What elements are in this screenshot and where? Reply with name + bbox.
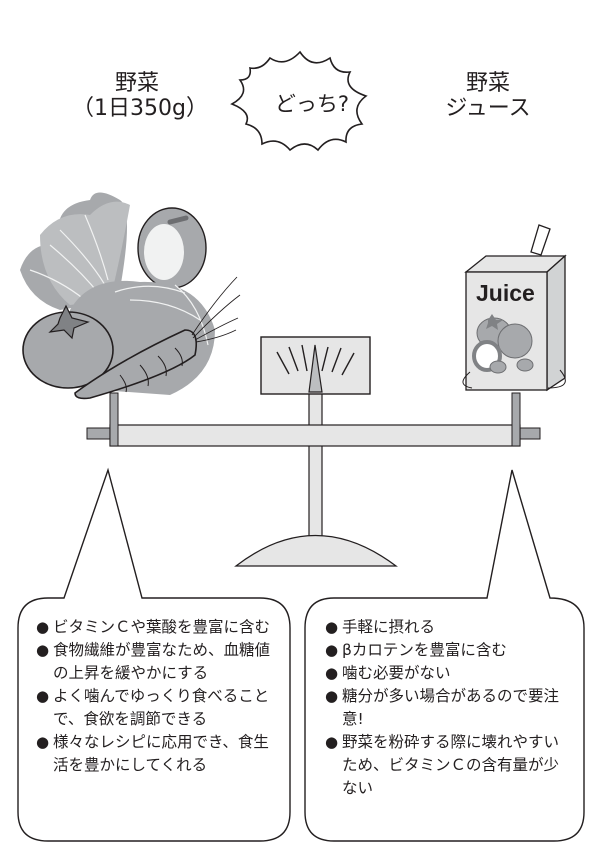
juice-box-illustration (462, 224, 567, 392)
which-question: どっち? (274, 92, 350, 116)
vegetable-label-amount: （1日350g） (72, 96, 208, 121)
bullet-icon: ● (325, 641, 339, 659)
vegetable-label: 野菜 （1日350g） (72, 71, 208, 121)
bullet-icon: ● (36, 687, 50, 705)
scale-base (234, 534, 398, 567)
bullet-icon: ● (325, 733, 339, 751)
beam-end-left (86, 427, 113, 440)
list-item: ●様々なレシピに応用でき、食生活を豊かにしてくれる (36, 733, 269, 774)
vegetable-label-title: 野菜 (114, 71, 159, 96)
list-item: ●よく噛んでゆっくり食べることで、食欲を調節できる (36, 687, 270, 728)
pan-post-left (109, 392, 119, 447)
bullet-icon: ● (325, 687, 339, 705)
bullet-icon: ● (36, 641, 50, 659)
bullet-icon: ● (325, 618, 339, 636)
vegetable-benefits-list: ●ビタミンＣや葉酸を豊富に含む ●食物繊維が豊富なため、血糖値の上昇を緩やかにす… (36, 616, 278, 777)
beam-end-right (517, 427, 541, 440)
bullet-icon: ● (36, 618, 50, 636)
juice-box-label: Juice (476, 280, 535, 306)
list-item: ●野菜を粉砕する際に壊れやすいため、ビタミンＣの含有量が少ない (325, 733, 560, 797)
carrot-greens (191, 276, 241, 343)
vegetable-juice-label: 野菜 ジュース (428, 71, 548, 121)
juice-points-list: ●手軽に摂れる ●βカロテンを豊富に含む ●噛む必要がない ●糖分が多い場合があ… (325, 616, 573, 800)
list-item: ●βカロテンを豊富に含む (325, 639, 573, 662)
straw (530, 224, 551, 256)
list-item: ●噛む必要がない (325, 662, 573, 685)
left-info-bubble (17, 467, 291, 842)
bullet-icon: ● (36, 733, 50, 751)
bullet-icon: ● (325, 664, 339, 682)
right-info-bubble (304, 469, 585, 842)
vegetable-juice-label-line1: 野菜 (465, 71, 510, 96)
spiky-thought-bubble (230, 50, 368, 152)
dial-ticks-icon (276, 344, 355, 376)
list-item: ●糖分が多い場合があるので要注意! (325, 687, 560, 728)
scale-post (308, 384, 323, 542)
list-item: ●手軽に摂れる (325, 616, 573, 639)
scale-beam (109, 424, 521, 447)
dial-needle (308, 344, 323, 393)
pan-post-right (511, 392, 521, 447)
list-item: ●ビタミンＣや葉酸を豊富に含む (36, 616, 278, 639)
list-item: ●食物繊維が豊富なため、血糖値の上昇を緩やかにする (36, 641, 271, 682)
vegetable-juice-label-line2: ジュース (445, 96, 531, 121)
vegetables-illustration (20, 192, 241, 400)
